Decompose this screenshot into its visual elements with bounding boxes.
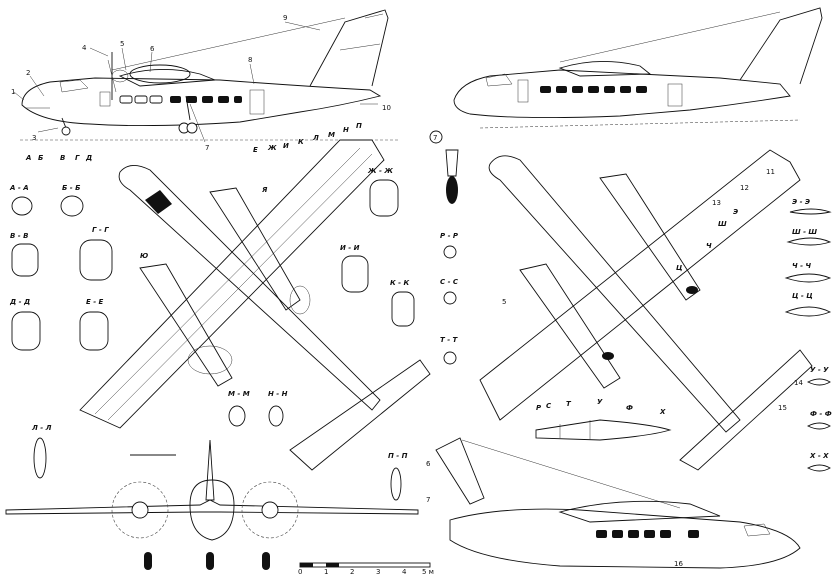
svg-text:Т - Т: Т - Т	[440, 336, 459, 344]
svg-text:2: 2	[350, 568, 354, 576]
svg-text:Б: Б	[38, 154, 43, 162]
section-ii-label: И - И	[340, 244, 360, 252]
svg-text:Т: Т	[566, 400, 572, 408]
top-view-label-yu: Ю	[140, 252, 148, 260]
svg-text:Ц: Ц	[676, 264, 683, 272]
callout-10: 10	[382, 104, 391, 112]
side-view-right	[453, 7, 823, 129]
svg-text:3: 3	[376, 568, 380, 576]
callout-9: 9	[283, 14, 287, 22]
bottom-callout-12: 12	[740, 184, 749, 192]
svg-text:Г: Г	[75, 154, 80, 162]
callout-7: 7	[205, 144, 209, 152]
svg-text:С: С	[546, 402, 552, 410]
svg-text:Л: Л	[312, 134, 319, 142]
bottom-callout-15: 15	[778, 404, 787, 412]
station-letters: А Б В Г Д Е Ж И К Л М Н П	[25, 122, 362, 162]
section-nn-label: Н - Н	[268, 390, 288, 398]
svg-text:1: 1	[324, 568, 328, 576]
bottom-callout-11: 11	[766, 168, 775, 176]
svg-text:Е: Е	[253, 146, 258, 154]
svg-text:Ф - Ф: Ф - Ф	[810, 410, 832, 418]
persp-callout-7: 7	[426, 496, 430, 504]
callout-6: 6	[150, 45, 155, 53]
section-bb-label: Б - Б	[62, 184, 80, 192]
section-ll-label: Л - Л	[31, 424, 52, 432]
callout-1: 1	[11, 88, 15, 96]
side-view-left: 1 2 3 4 5 6 7 8 9 10 А Б В Г Д Е Ж И К Л…	[11, 9, 400, 162]
section-aa-label: А - А	[9, 184, 29, 192]
svg-text:Э: Э	[733, 208, 738, 216]
svg-text:Ж: Ж	[267, 144, 277, 152]
svg-text:Р: Р	[536, 404, 542, 412]
section-ee-label: Е - Е	[86, 298, 104, 306]
top-view: Я Ю	[79, 139, 431, 471]
bottom-callout-5: 5	[502, 298, 506, 306]
svg-text:Д: Д	[85, 154, 92, 162]
svg-text:Н: Н	[343, 126, 349, 134]
svg-text:Ц - Ц: Ц - Ц	[792, 292, 813, 300]
svg-text:0: 0	[298, 568, 302, 576]
callout-2: 2	[26, 69, 30, 77]
persp-callout-16: 16	[674, 560, 683, 568]
front-view	[5, 439, 419, 570]
svg-text:7: 7	[433, 134, 437, 142]
bottom-callout-13: 13	[712, 199, 721, 207]
svg-text:У - У: У - У	[810, 366, 829, 374]
nacelle-detail: Р С Т У Ф Х	[535, 398, 672, 441]
svg-text:Ш - Ш: Ш - Ш	[792, 228, 817, 236]
svg-text:С - С: С - С	[440, 278, 459, 286]
bottom-view: 5 11 12 13 14 15 Э Ш Ч Ц	[479, 149, 813, 471]
svg-text:Э - Э: Э - Э	[792, 198, 810, 206]
svg-text:4: 4	[402, 568, 407, 576]
svg-text:К: К	[298, 138, 304, 146]
sections-right: Э - Э Ш - Ш Ч - Ч Ц - Ц У - У Ф - Ф Х - …	[784, 198, 832, 472]
svg-text:Ч - Ч: Ч - Ч	[792, 262, 811, 270]
svg-text:Х - Х: Х - Х	[809, 452, 829, 460]
sections-left: А - А Б - Б В - В Г - Г Д - Д Е - Е Ж - …	[9, 167, 415, 501]
perspective-view: 6 7 16	[426, 437, 801, 569]
detail-7: 7	[429, 130, 459, 204]
callout-4: 4	[82, 44, 87, 52]
svg-text:Ч: Ч	[706, 242, 712, 250]
svg-text:Ф: Ф	[626, 404, 633, 412]
persp-callout-6: 6	[426, 460, 431, 468]
sections-middle: Р - Р С - С Т - Т	[440, 232, 459, 365]
section-gg-label: Г - Г	[92, 226, 109, 234]
svg-text:У: У	[597, 398, 603, 406]
section-vv-label: В - В	[10, 232, 28, 240]
svg-text:В: В	[60, 154, 65, 162]
svg-text:Х: Х	[659, 408, 666, 416]
top-view-label-ya: Я	[261, 186, 268, 194]
cabin-windows-right	[540, 86, 647, 93]
callout-8: 8	[248, 56, 252, 64]
cabin-windows-persp	[596, 530, 699, 538]
svg-text:А: А	[25, 154, 31, 162]
callout-3: 3	[32, 134, 36, 142]
section-pp-label: П - П	[388, 452, 408, 460]
scale-bar: 0 1 2 3 4 5 м	[298, 562, 434, 576]
section-zhzh-label: Ж - Ж	[367, 167, 393, 175]
svg-text:И: И	[283, 142, 289, 150]
svg-text:Ш: Ш	[718, 220, 727, 228]
bottom-callout-14: 14	[794, 379, 803, 387]
svg-text:5 м: 5 м	[422, 568, 434, 576]
cabin-windows	[119, 95, 242, 104]
section-dd-label: Д - Д	[9, 298, 30, 306]
callout-5: 5	[120, 40, 124, 48]
svg-text:М: М	[328, 131, 335, 139]
section-kk-label: К - К	[390, 279, 410, 287]
svg-text:П: П	[356, 122, 362, 130]
section-mm-label: М - М	[228, 390, 250, 398]
svg-text:Р - Р: Р - Р	[440, 232, 459, 240]
